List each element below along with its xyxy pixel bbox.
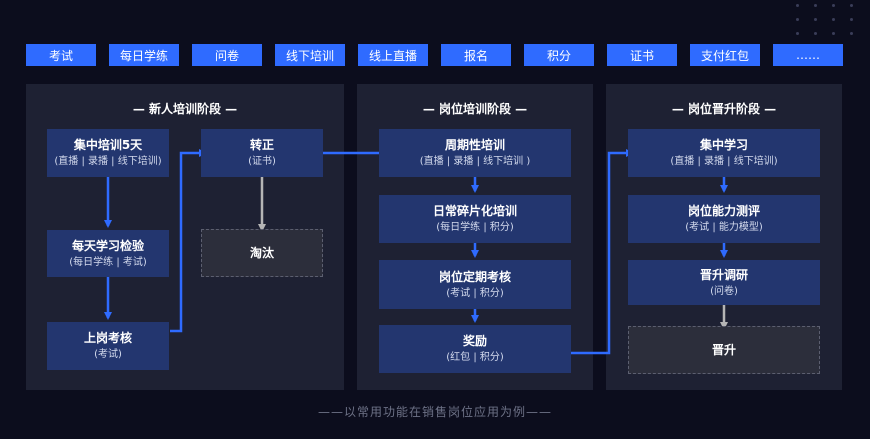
node-title: 转正 <box>249 138 274 152</box>
tag-live-stream: 线上直播 <box>358 44 428 66</box>
node-title: 奖励 <box>462 334 487 348</box>
node-periodic-training: 周期性培训 (直播 | 录播 | 线下培训 ) <box>379 129 571 177</box>
node-regularization: 转正 (证书) <box>201 129 323 177</box>
node-promoted: 晋升 <box>628 326 820 374</box>
node-subtitle: (每日学练 | 考试) <box>69 256 147 268</box>
node-subtitle: (考试 | 积分) <box>446 287 504 299</box>
node-promotion-survey: 晋升调研 (问卷) <box>628 260 820 305</box>
node-subtitle: (考试) <box>94 349 122 360</box>
node-title: 上岗考核 <box>83 331 132 345</box>
node-title: 集中培训5天 <box>73 138 143 152</box>
node-subtitle: (问卷) <box>710 285 738 297</box>
node-ability-evaluation: 岗位能力测评 (考试 | 能力模型) <box>628 195 820 243</box>
node-title: 晋升 <box>711 343 736 357</box>
node-reward: 奖励 (红包 | 积分) <box>379 325 571 373</box>
node-daily-check: 每天学习检验 (每日学练 | 考试) <box>47 230 169 277</box>
phase-title-position: — 岗位培训阶段 — <box>422 102 528 116</box>
tag-red-packet: 支付红包 <box>690 44 760 66</box>
tag-registration: 报名 <box>441 44 511 66</box>
node-title: 岗位定期考核 <box>438 269 511 284</box>
decorative-dot-grid <box>792 2 862 48</box>
node-subtitle: (证书) <box>248 156 276 167</box>
node-onboard-assessment: 上岗考核 (考试) <box>47 322 169 370</box>
arrow-n3-n4 <box>170 149 207 333</box>
arrow-p4-q1 <box>563 149 634 355</box>
node-title: 每天学习检验 <box>71 238 144 253</box>
footer-caption: ——以常用功能在销售岗位应用为例—— <box>317 405 552 419</box>
node-fragmented-training: 日常碎片化培训 (每日学练 | 积分) <box>379 195 571 243</box>
tag-more: …… <box>773 44 843 66</box>
node-title: 周期性培训 <box>444 138 505 152</box>
node-subtitle: (直播 | 录播 | 线下培训) <box>670 156 778 167</box>
node-title: 淘汰 <box>249 246 274 260</box>
node-subtitle: (每日学练 | 积分) <box>436 222 514 233</box>
tag-survey: 问卷 <box>192 44 262 66</box>
tag-certificate: 证书 <box>607 44 677 66</box>
node-eliminated: 淘汰 <box>201 229 323 277</box>
node-concentrated-study: 集中学习 (直播 | 录播 | 线下培训) <box>628 129 820 177</box>
node-title: 日常碎片化培训 <box>432 204 517 218</box>
node-subtitle: (直播 | 录播 | 线下培训 ) <box>419 156 531 167</box>
node-title: 集中学习 <box>699 138 748 152</box>
tag-offline-training: 线下培训 <box>275 44 345 66</box>
node-subtitle: (考试 | 能力模型) <box>685 222 763 233</box>
phase-title-promotion: — 岗位晋升阶段 — <box>671 102 777 116</box>
node-title: 岗位能力测评 <box>687 204 760 218</box>
node-title: 晋升调研 <box>699 267 748 282</box>
node-subtitle: (红包 | 积分) <box>446 352 504 363</box>
tag-points: 积分 <box>524 44 594 66</box>
phase-title-newcomer: — 新人培训阶段 — <box>132 102 238 116</box>
node-subtitle: (直播 | 录播 | 线下培训) <box>54 156 162 167</box>
tag-exam: 考试 <box>26 44 96 66</box>
node-periodic-assessment: 岗位定期考核 (考试 | 积分) <box>379 260 571 309</box>
node-intensive-training: 集中培训5天 (直播 | 录播 | 线下培训) <box>47 129 169 177</box>
tag-daily-practice: 每日学练 <box>109 44 179 66</box>
